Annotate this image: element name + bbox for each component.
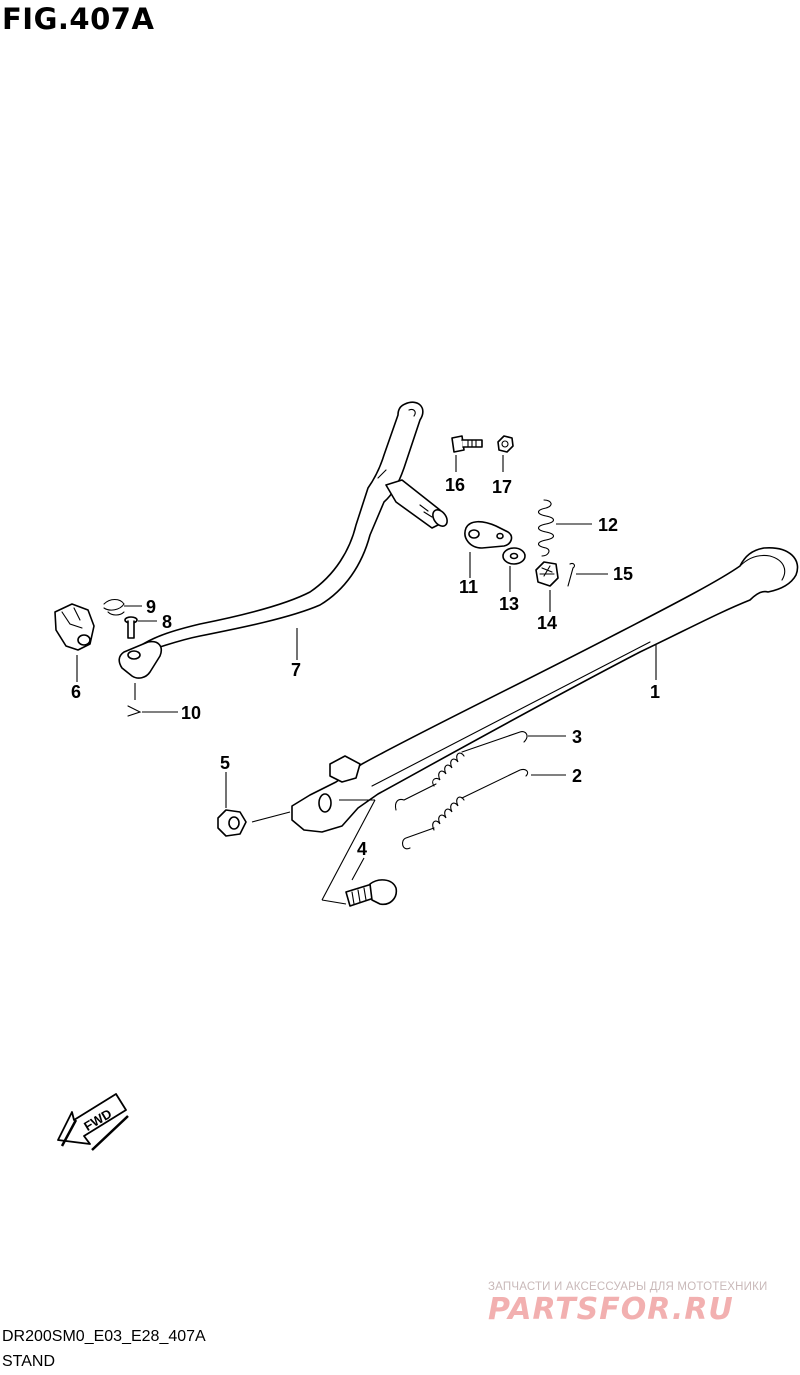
part-5-nut [217, 809, 247, 837]
callout-11: 11 [459, 577, 478, 597]
part-15-cotter-pin [567, 562, 575, 587]
figure-code: DR200SM0_E03_E28_407A [2, 1328, 206, 1345]
callout-12: 12 [598, 515, 618, 535]
part-7-brake-pedal [118, 401, 448, 679]
part-13-washer [502, 547, 526, 565]
callout-2: 2 [572, 766, 582, 786]
callout-14: 14 [537, 613, 557, 633]
callout-1: 1 [650, 682, 660, 702]
callout-9: 9 [146, 597, 156, 617]
part-9-clip [103, 598, 125, 616]
callouts: 1 2 3 4 5 6 7 8 9 10 11 12 13 14 15 16 1… [71, 475, 660, 859]
part-8-pin [124, 616, 138, 639]
leader-lines [76, 455, 657, 905]
callout-10: 10 [181, 703, 201, 723]
fwd-arrow-icon: FWD [57, 1093, 129, 1151]
part-10-cotter-pin [127, 705, 142, 717]
part-17-nut [497, 435, 514, 453]
watermark-logo: PARTSFOR.RU [488, 1292, 734, 1327]
callout-4: 4 [357, 839, 367, 859]
part-14-nut [535, 561, 559, 587]
part-12-spring [537, 499, 555, 557]
part-4-bolt [345, 879, 398, 907]
part-16-bolt [451, 435, 483, 453]
callout-6: 6 [71, 682, 81, 702]
callout-7: 7 [291, 660, 301, 680]
part-11-plate [464, 520, 513, 549]
part-3-spring [394, 731, 528, 811]
callout-8: 8 [162, 612, 172, 632]
callout-15: 15 [613, 564, 633, 584]
callout-13: 13 [499, 594, 519, 614]
callout-5: 5 [220, 753, 230, 773]
part-1-side-stand [291, 547, 799, 833]
section-name: STAND [2, 1353, 56, 1370]
watermark-subtitle: ЗАПЧАСТИ И АКСЕССУАРЫ ДЛЯ МОТОТЕХНИКИ [488, 1281, 768, 1293]
part-6-bracket [54, 603, 95, 651]
callout-3: 3 [572, 727, 582, 747]
callout-16: 16 [445, 475, 465, 495]
figure-title: FIG.407A [2, 2, 155, 36]
part-2-spring [401, 768, 529, 850]
callout-17: 17 [492, 477, 512, 497]
